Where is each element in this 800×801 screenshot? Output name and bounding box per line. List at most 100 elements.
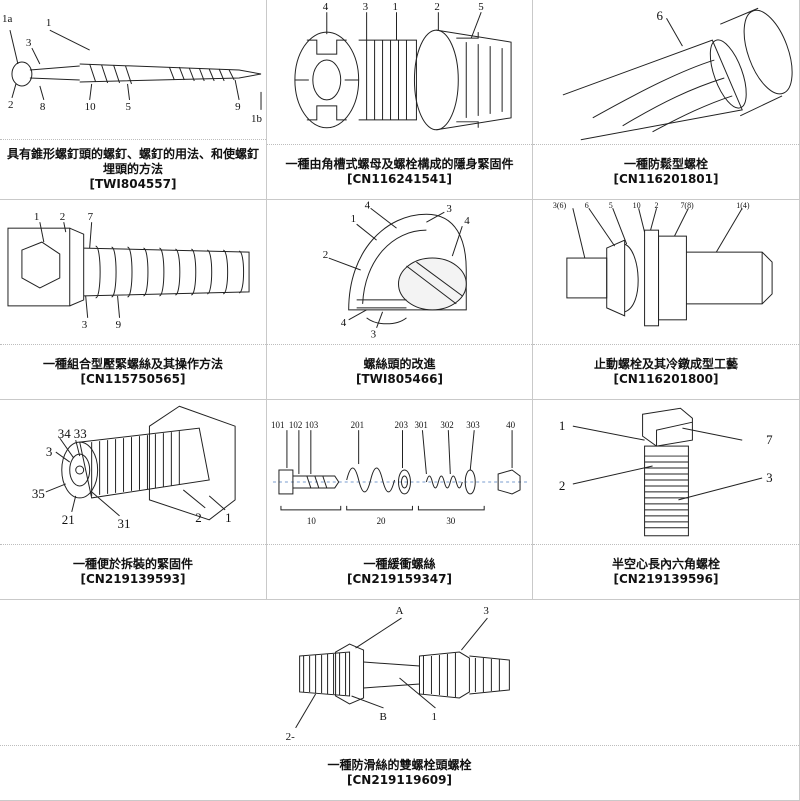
patent-card-1[interactable]: 1a 1 3 2 8 10 5 9 1b 具有錐形螺釘頭的螺釘、螺釘的用法、和使…: [0, 0, 267, 200]
patent-caption: 具有錐形螺釘頭的螺釘、螺釘的用法、和使螺釘埋頭的方法 [TWI804557]: [0, 139, 266, 199]
drawing-label: 3: [26, 37, 32, 49]
drawing-label: 2: [8, 99, 13, 111]
patent-card-2[interactable]: 4 3 1 2 5 一種由角槽式螺母及螺栓構成的隱身緊固件 [CN1162415…: [267, 0, 533, 200]
drawing-label: 4: [323, 1, 329, 13]
drawing-label: 102: [289, 420, 302, 430]
patent-number[interactable]: [CN116241541]: [347, 172, 452, 187]
patent-card-8[interactable]: 101 102 103 201 203 301 302 303 40 10 20…: [267, 400, 533, 600]
drawing-label: 7(8): [680, 201, 694, 210]
patent-drawing-8: 101 102 103 201 203 301 302 303 40 10 20…: [267, 400, 532, 545]
drawing-label: 8: [40, 101, 46, 113]
drawing-label: 30: [446, 516, 455, 526]
patent-drawing-10: A 3 2- B 1: [0, 600, 799, 746]
patent-number[interactable]: [CN116201801]: [614, 172, 719, 187]
drawing-label: 5: [126, 101, 132, 113]
patent-number[interactable]: [CN219159347]: [347, 572, 452, 587]
drawing-label: 1: [351, 213, 356, 225]
drawing-label: 31: [118, 516, 131, 531]
patent-title: 一種防滑絲的雙螺栓頭螺栓: [327, 758, 471, 773]
patent-number[interactable]: [CN219119609]: [347, 773, 452, 788]
patent-number[interactable]: [CN219139593]: [81, 572, 186, 587]
drawing-label: B: [380, 711, 387, 723]
patent-drawing-1: 1a 1 3 2 8 10 5 9 1b: [0, 0, 266, 140]
drawing-label: 3: [446, 203, 452, 215]
patent-title: 一種便於拆裝的緊固件: [73, 557, 193, 572]
patent-caption: 半空心長內六角螺栓 [CN219139596]: [533, 544, 799, 599]
patent-number[interactable]: [CN219139596]: [614, 572, 719, 587]
drawing-label: 33: [74, 426, 87, 441]
patent-number[interactable]: [TWI804557]: [90, 177, 177, 192]
patent-drawing-7: 34 33 3 35 21 31 2 1: [0, 400, 266, 545]
patent-title: 一種防鬆型螺栓: [624, 157, 708, 172]
patent-caption: 止動螺栓及其冷鐓成型工藝 [CN116201800]: [533, 344, 799, 399]
drawing-label: 103: [305, 420, 319, 430]
drawing-label: 303: [466, 420, 480, 430]
drawing-label: 9: [235, 101, 241, 113]
patent-title: 止動螺栓及其冷鐓成型工藝: [594, 357, 738, 372]
drawing-label: 101: [271, 420, 284, 430]
patent-title: 具有錐形螺釘頭的螺釘、螺釘的用法、和使螺釘埋頭的方法: [6, 147, 260, 177]
drawing-label: 1b: [251, 113, 262, 125]
patent-card-4[interactable]: 1 2 7 3 9 一種組合型壓緊螺絲及其操作方法 [CN115750565]: [0, 200, 267, 400]
patent-title: 一種組合型壓緊螺絲及其操作方法: [43, 357, 223, 372]
drawing-label: 3: [371, 329, 377, 341]
drawing-label: 10: [307, 516, 316, 526]
drawing-label: 3: [82, 319, 88, 331]
drawing-label: 301: [414, 420, 427, 430]
drawing-label: 1: [431, 711, 436, 723]
patent-drawing-4: 1 2 7 3 9: [0, 200, 266, 345]
drawing-label: 201: [351, 420, 364, 430]
patent-number[interactable]: [TWI805466]: [356, 372, 443, 387]
drawing-label: 9: [116, 319, 122, 331]
drawing-label: 3: [46, 444, 52, 459]
drawing-label: 7: [766, 432, 773, 447]
drawing-label: 40: [506, 420, 515, 430]
drawing-label: 2: [655, 201, 659, 210]
patent-drawing-9: 1 7 2 3: [533, 400, 799, 545]
drawing-label: 3: [766, 470, 772, 485]
drawing-label: 2: [60, 211, 65, 223]
patent-card-6[interactable]: 3(6) 6 5 10 2 7(8) 1(4) 止動螺栓及其冷鐓成型工藝 [CN…: [533, 200, 800, 400]
drawing-label: 1: [393, 1, 398, 13]
drawing-label: 1(4): [736, 201, 750, 210]
drawing-label: 21: [62, 512, 75, 527]
patent-card-3[interactable]: 6 一種防鬆型螺栓 [CN116201801]: [533, 0, 800, 200]
patent-drawing-5: 1 4 3 2 4 3 4: [267, 200, 532, 345]
drawing-label: 5: [609, 201, 613, 210]
patent-caption: 螺絲頭的改進 [TWI805466]: [267, 344, 532, 399]
drawing-label: 6: [657, 8, 664, 23]
patent-drawing-3: 6: [533, 0, 799, 145]
patent-card-7[interactable]: 34 33 3 35 21 31 2 1 一種便於拆裝的緊固件 [CN21913…: [0, 400, 267, 600]
drawing-label: 5: [478, 1, 484, 13]
patent-number[interactable]: [CN115750565]: [81, 372, 186, 387]
patent-number[interactable]: [CN116201800]: [614, 372, 719, 387]
patent-title: 一種緩衝螺絲: [363, 557, 435, 572]
patent-card-5[interactable]: 1 4 3 2 4 3 4 螺絲頭的改進 [TWI805466]: [267, 200, 533, 400]
patent-caption: 一種組合型壓緊螺絲及其操作方法 [CN115750565]: [0, 344, 266, 399]
drawing-label: 6: [585, 201, 589, 210]
drawing-label: 1a: [2, 13, 12, 25]
patent-caption: 一種防鬆型螺栓 [CN116201801]: [533, 144, 799, 199]
drawing-label: 10: [633, 201, 641, 210]
drawing-label: 1: [559, 418, 565, 433]
drawing-label: 2: [323, 249, 328, 261]
drawing-label: 1: [34, 211, 39, 223]
patent-caption: 一種防滑絲的雙螺栓頭螺栓 [CN219119609]: [0, 745, 799, 800]
patent-card-10[interactable]: A 3 2- B 1 一種防滑絲的雙螺栓頭螺栓 [CN219119609]: [0, 600, 800, 801]
drawing-label: 2: [559, 478, 565, 493]
drawing-label: 2: [195, 510, 201, 525]
drawing-label: 35: [32, 486, 45, 501]
drawing-label: 34: [58, 426, 71, 441]
drawing-label: 1: [225, 510, 231, 525]
patent-caption: 一種由角槽式螺母及螺栓構成的隱身緊固件 [CN116241541]: [267, 144, 532, 199]
drawing-label: 1: [46, 17, 51, 29]
drawing-label: 2: [434, 1, 439, 13]
patent-caption: 一種緩衝螺絲 [CN219159347]: [267, 544, 532, 599]
drawing-label: 2-: [286, 731, 295, 743]
drawing-label: 7: [88, 211, 94, 223]
patent-title: 一種由角槽式螺母及螺栓構成的隱身緊固件: [285, 157, 513, 172]
patent-title: 半空心長內六角螺栓: [612, 557, 720, 572]
drawing-label: 3(6): [553, 201, 567, 210]
patent-card-9[interactable]: 1 7 2 3 半空心長內六角螺栓 [CN219139596]: [533, 400, 800, 600]
